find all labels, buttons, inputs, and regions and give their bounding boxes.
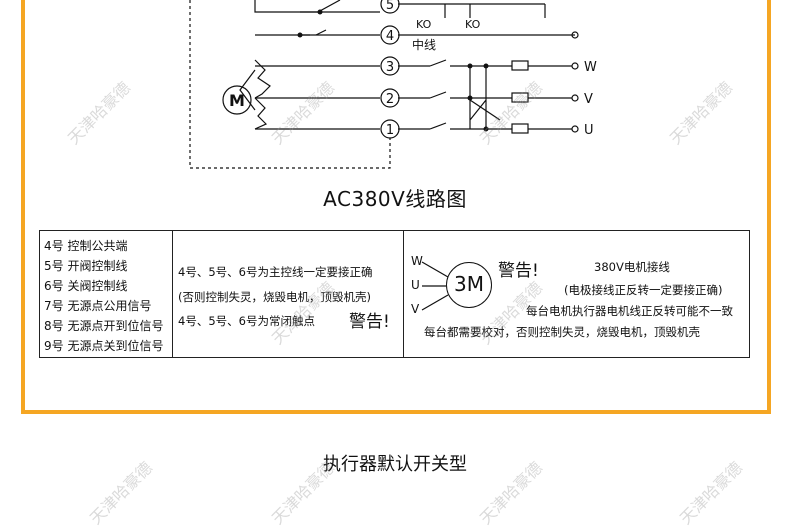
legend-line: 7号 无源点公用信号 <box>44 299 152 313</box>
section-title: 执行器默认开关型 <box>323 454 467 475</box>
control-note-cell: 4号、5号、6号为主控线一定要接正确 (否则控制失灵，烧毁电机，顶毁机壳) 4号… <box>173 231 404 357</box>
legend-line: 4号 控制公共端 <box>44 239 128 253</box>
control-warning: 警告! <box>349 312 390 332</box>
terminal-legend-cell: 4号 控制公共端 5号 开阀控制线 6号 关阀控制线 7号 无源点公用信号 8号… <box>40 231 173 357</box>
diagram-caption: AC380V线路图 <box>323 187 467 211</box>
relay-label-1: KO <box>416 18 432 31</box>
motor-wiring-cell: W U V 3M 警告! 380V电机接线 (电极接线正反转一定要接正确) 每台… <box>404 231 750 357</box>
legend-line: 9号 无源点关到位信号 <box>44 339 164 353</box>
motor-note-line-2: 每台电机执行器电机线正反转可能不一致 <box>526 304 733 318</box>
legend-line: 6号 关阀控制线 <box>44 279 128 293</box>
wiring-table: 4号 控制公共端 5号 开阀控制线 6号 关阀控制线 7号 无源点公用信号 8号… <box>39 230 750 358</box>
motor-label: M <box>229 91 245 110</box>
motor-note-line-3: 每台都需要校对，否则控制失灵，烧毁电机，顶毁机壳 <box>424 325 700 339</box>
housing-dashed <box>189 0 391 169</box>
motor-3m-symbol: 3M <box>446 262 492 308</box>
terminal-4-label: 4 <box>386 29 394 44</box>
motor-warning: 警告! <box>498 261 539 281</box>
terminal-3-label: 3 <box>386 60 394 75</box>
motor-symbol <box>222 85 252 115</box>
control-note-line: (否则控制失灵，烧毁电机，顶毁机壳) <box>178 290 371 304</box>
legend-line: 5号 开阀控制线 <box>44 259 128 273</box>
wire-u-label: U <box>411 278 420 292</box>
terminal-5-label: 5 <box>386 0 394 13</box>
neutral-label: 中线 <box>412 37 436 52</box>
relay-label-2: KO <box>465 18 481 31</box>
terminal-1-label: 1 <box>386 123 394 138</box>
output-v-label: V <box>584 92 593 107</box>
legend-line: 8号 无源点开到位信号 <box>44 319 164 333</box>
control-note-line: 4号、5号、6号为主控线一定要接正确 <box>178 265 373 279</box>
terminal-2-label: 2 <box>386 92 394 107</box>
motor-wiring-title: 380V电机接线 <box>594 260 670 274</box>
output-u-label: U <box>584 123 594 138</box>
motor-wires <box>421 261 449 311</box>
wire-v-label: V <box>411 302 420 316</box>
control-note-line: 4号、5号、6号为常闭触点 <box>178 314 315 328</box>
wire-w-label: W <box>411 254 423 268</box>
wiring-diagram: 5 4 3 2 1 KO KO 中线 W V U M <box>189 0 597 169</box>
output-w-label: W <box>584 60 597 75</box>
orange-frame <box>21 0 771 414</box>
motor-note-line-1: (电极接线正反转一定要接正确) <box>564 283 723 297</box>
